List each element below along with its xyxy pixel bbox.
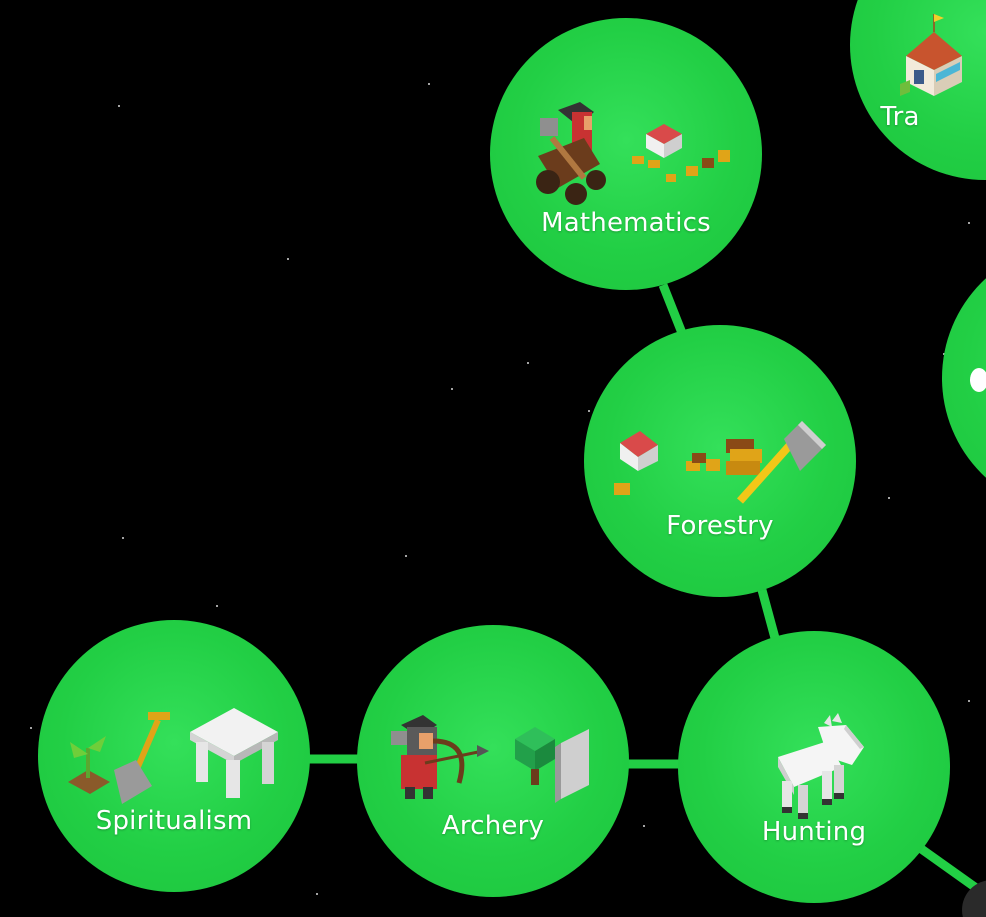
tech-label-archery: Archery	[441, 811, 545, 841]
forestry-icons	[584, 419, 856, 529]
archer-unit-icon	[391, 715, 489, 799]
partial-node-glyph	[970, 368, 986, 392]
tech-label-hunting: Hunting	[761, 817, 867, 847]
trade-icons	[850, 10, 986, 110]
star	[451, 388, 453, 390]
star	[122, 537, 124, 539]
star	[118, 105, 120, 107]
tech-node-mathematics[interactable]: Mathematics	[490, 18, 762, 290]
lumber-and-axe-icon	[726, 421, 826, 504]
catapult-unit-icon	[536, 102, 606, 205]
tech-label-forestry: Forestry	[666, 511, 774, 541]
star	[428, 83, 430, 85]
market-building-icon	[900, 14, 962, 96]
tech-node-archery[interactable]: Archery	[357, 625, 629, 897]
tech-label-spiritualism: Spiritualism	[95, 806, 253, 836]
star	[30, 727, 32, 729]
tech-label-trade: Tra	[880, 102, 920, 132]
temple-icon	[190, 708, 278, 798]
village-resources-icon	[632, 124, 730, 182]
lumber-hut-icon	[614, 431, 720, 495]
star	[588, 410, 590, 412]
star	[968, 222, 970, 224]
tech-node-forestry[interactable]: Forestry	[584, 325, 856, 597]
star	[527, 362, 529, 364]
star	[643, 825, 645, 827]
star	[287, 258, 289, 260]
archery-icons	[357, 711, 629, 821]
star	[968, 700, 970, 702]
link-mathematics-forestry	[658, 283, 687, 335]
tech-label-mathematics: Mathematics	[541, 208, 711, 238]
horse-icon	[778, 713, 864, 819]
star	[405, 555, 407, 557]
tech-node-hunting[interactable]: Hunting	[678, 631, 950, 903]
sprout-and-shovel-icon	[68, 712, 170, 804]
tech-node-spiritualism[interactable]: Spiritualism	[38, 620, 310, 892]
hunting-icons	[678, 711, 950, 821]
spiritualism-icons	[38, 702, 310, 812]
star	[216, 605, 218, 607]
tree-and-wall-icon	[515, 727, 589, 803]
star	[888, 497, 890, 499]
link-forestry-hunting	[757, 588, 780, 640]
mathematics-icons	[490, 98, 762, 208]
star	[316, 893, 318, 895]
